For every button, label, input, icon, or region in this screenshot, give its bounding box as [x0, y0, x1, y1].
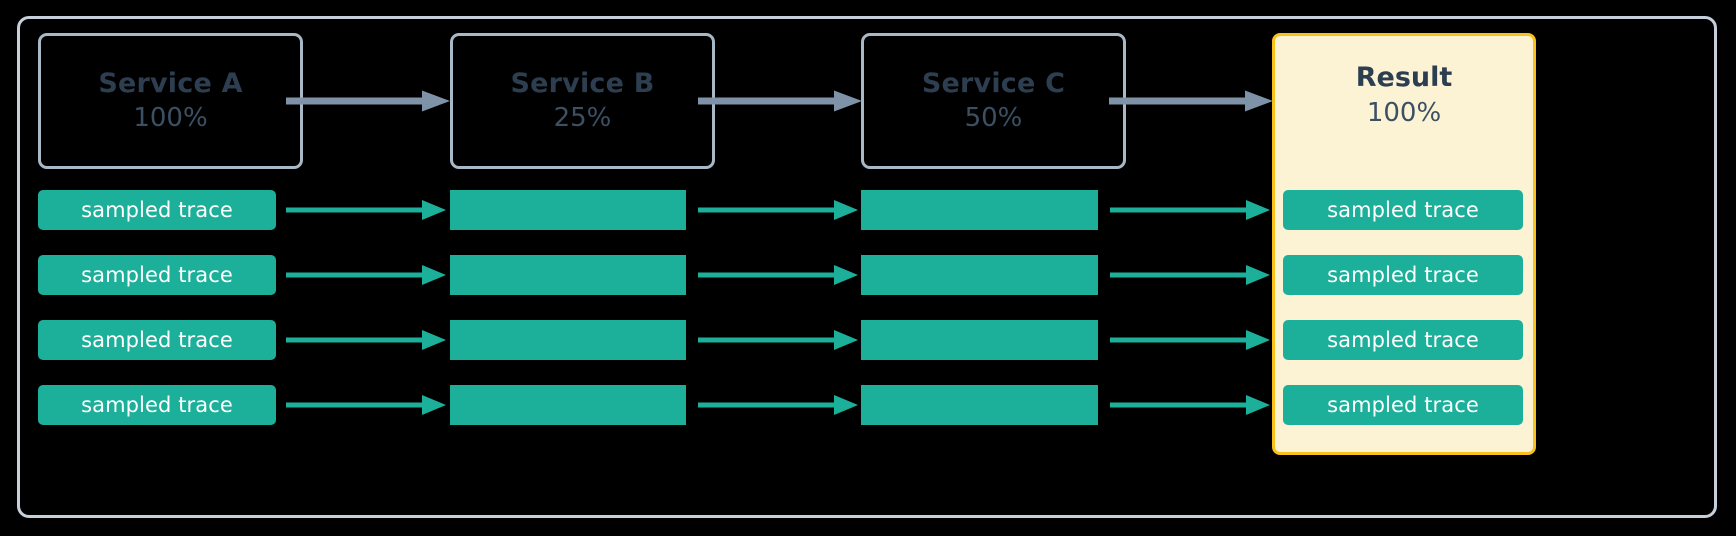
arrow-right-icon-trace-b4-to-c4 [698, 392, 858, 418]
trace-bar: sampled trace [1283, 255, 1523, 295]
trace-bar-label: sampled trace [81, 393, 233, 417]
arrow-right-icon-trace-b2-to-c2 [698, 262, 858, 288]
service-b-title: Service B [510, 67, 655, 99]
arrow-right-icon-trace-c2-to-result2 [1110, 262, 1270, 288]
result-box: Result 100% [1272, 33, 1536, 455]
arrow-right-icon-trace-b1-to-c1 [698, 197, 858, 223]
trace-bar-label: sampled trace [1327, 198, 1479, 222]
trace-bar-label: sampled trace [81, 263, 233, 287]
trace-bar [450, 385, 686, 425]
trace-bar-label: sampled trace [1327, 263, 1479, 287]
outer-frame [17, 16, 1717, 518]
trace-bar: sampled trace [38, 385, 276, 425]
service-c-percent: 50% [964, 102, 1023, 133]
trace-bar [450, 190, 686, 230]
arrow-right-icon-service-c-to-result [1109, 88, 1273, 114]
result-percent: 100% [1366, 97, 1442, 128]
arrow-right-icon-service-b-to-c [698, 88, 862, 114]
trace-bar [861, 320, 1098, 360]
service-c-title: Service C [921, 67, 1066, 99]
trace-bar: sampled trace [38, 190, 276, 230]
arrow-right-icon-service-a-to-b [286, 88, 450, 114]
trace-bar-label: sampled trace [1327, 393, 1479, 417]
result-header: Result 100% [1275, 62, 1533, 129]
trace-bar [450, 320, 686, 360]
trace-bar: sampled trace [38, 255, 276, 295]
service-box-service-a: Service A 100% [38, 33, 303, 169]
service-box-service-b: Service B 25% [450, 33, 715, 169]
trace-bar: sampled trace [1283, 320, 1523, 360]
arrow-right-icon-trace-c1-to-result1 [1110, 197, 1270, 223]
trace-bar: sampled trace [1283, 385, 1523, 425]
arrow-right-icon-trace-a4-to-b4 [286, 392, 446, 418]
trace-bar [861, 190, 1098, 230]
trace-bar [861, 385, 1098, 425]
service-box-service-c: Service C 50% [861, 33, 1126, 169]
trace-bar-label: sampled trace [81, 198, 233, 222]
arrow-right-icon-trace-a2-to-b2 [286, 262, 446, 288]
service-b-percent: 25% [553, 102, 612, 133]
arrow-right-icon-trace-c3-to-result3 [1110, 327, 1270, 353]
trace-bar: sampled trace [38, 320, 276, 360]
trace-bar: sampled trace [1283, 190, 1523, 230]
service-a-title: Service A [98, 67, 243, 99]
arrow-right-icon-trace-b3-to-c3 [698, 327, 858, 353]
arrow-right-icon-trace-c4-to-result4 [1110, 392, 1270, 418]
service-a-percent: 100% [133, 102, 208, 133]
trace-bar [861, 255, 1098, 295]
result-title: Result [1355, 62, 1453, 93]
trace-bar-label: sampled trace [81, 328, 233, 352]
trace-bar-label: sampled trace [1327, 328, 1479, 352]
arrow-right-icon-trace-a1-to-b1 [286, 197, 446, 223]
arrow-right-icon-trace-a3-to-b3 [286, 327, 446, 353]
trace-bar [450, 255, 686, 295]
